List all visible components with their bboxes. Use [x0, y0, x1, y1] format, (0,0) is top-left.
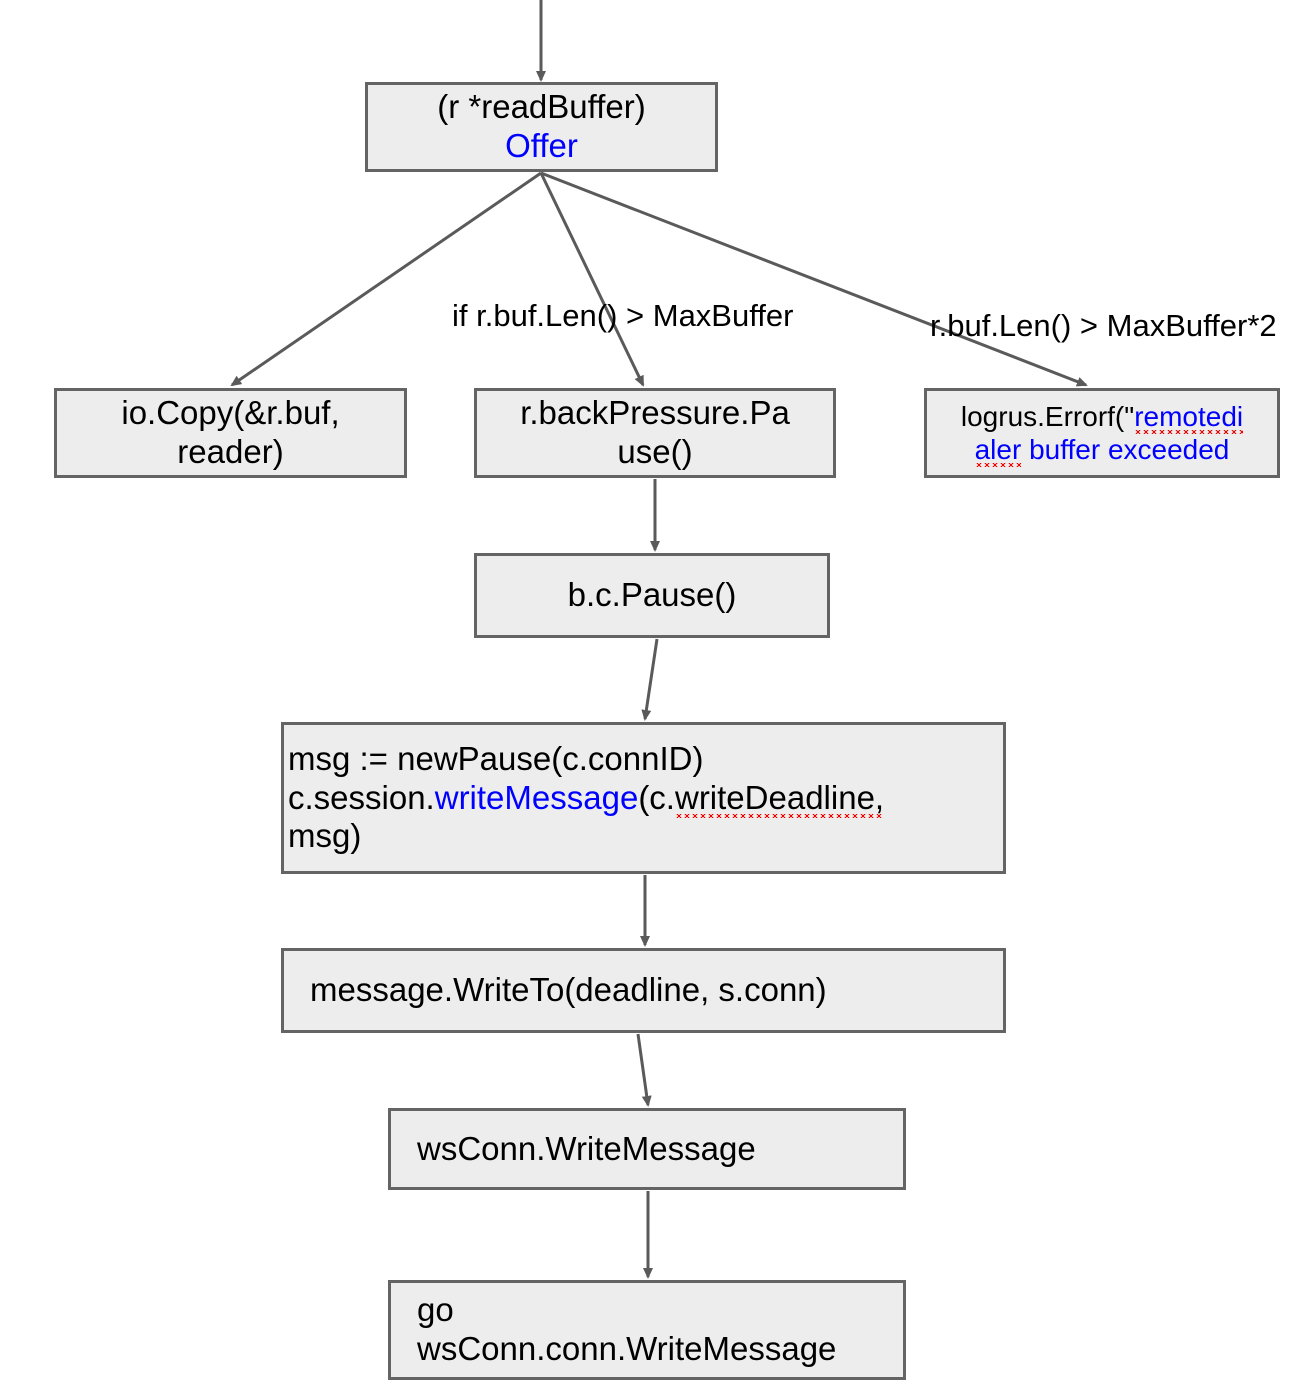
edge-label-max-buffer-times-two: r.buf.Len() > MaxBuffer*2: [930, 308, 1277, 343]
node-back-pressure-pause-line2: use(): [617, 433, 693, 470]
node-logrus-errorf-misspelled-part2: aler: [974, 434, 1022, 468]
node-logrus-errorf-rest: buffer exceeded: [1021, 434, 1230, 465]
edge-bcpause-to-writemessage: [641, 638, 659, 721]
node-offer[interactable]: (r *readBuffer)Offer: [365, 82, 718, 172]
node-logrus-errorf-prefix: logrus.Errorf(": [960, 400, 1135, 432]
node-back-pressure-pause-line1: r.backPressure.Pa: [520, 394, 790, 432]
node-wsconn-write-message[interactable]: wsConn.WriteMessage: [388, 1108, 906, 1190]
node-bc-pause[interactable]: b.c.Pause(): [474, 553, 830, 638]
edge-offer-to-logrus: [540, 171, 1088, 387]
node-write-message-line1: msg := newPause(c.connID): [288, 739, 704, 777]
node-offer-line1: (r *readBuffer): [437, 88, 646, 126]
node-write-message-line2-misspelled: writeDeadline,: [674, 778, 885, 819]
node-io-copy-line2: reader): [177, 433, 284, 470]
node-logrus-errorf[interactable]: logrus.Errorf("remotedi aler buffer excee…: [924, 388, 1280, 478]
node-io-copy-line1: io.Copy(&r.buf,: [121, 394, 340, 432]
node-write-message[interactable]: msg := newPause(c.connID) c.session.writ…: [281, 722, 1006, 874]
node-write-message-line2-keyword: writeMessage: [434, 778, 639, 816]
node-go-line1: go: [417, 1291, 454, 1329]
node-write-message-line3: msg): [288, 817, 362, 855]
node-wsconn-write-message-label: wsConn.WriteMessage: [417, 1129, 756, 1167]
node-io-copy-text: io.Copy(&r.buf,reader): [57, 394, 404, 472]
node-offer-line2: Offer: [505, 127, 578, 164]
node-offer-text: (r *readBuffer)Offer: [368, 88, 715, 166]
node-write-message-line2-pre: c.session.: [288, 778, 435, 816]
edge-writeto-to-wsconn: [636, 1033, 652, 1107]
edge-offer-to-iocopy: [230, 171, 542, 387]
node-write-message-line2-open: (c.: [638, 778, 675, 816]
node-message-write-to[interactable]: message.WriteTo(deadline, s.conn): [281, 948, 1006, 1033]
node-logrus-errorf-misspelled-part1: remotedi: [1134, 400, 1244, 435]
node-write-message-text: msg := newPause(c.connID) c.session.writ…: [284, 740, 1003, 857]
edge-offer-to-backpressure: [539, 172, 645, 387]
node-message-write-to-label: message.WriteTo(deadline, s.conn): [310, 971, 827, 1009]
node-io-copy[interactable]: io.Copy(&r.buf,reader): [54, 388, 407, 478]
edge-label-max-buffer: if r.buf.Len() > MaxBuffer: [452, 298, 794, 333]
node-logrus-errorf-text: logrus.Errorf("remotedi aler buffer excee…: [927, 400, 1277, 466]
node-bc-pause-label: b.c.Pause(): [567, 576, 737, 614]
node-go-line2: wsConn.conn.WriteMessage: [417, 1330, 837, 1367]
